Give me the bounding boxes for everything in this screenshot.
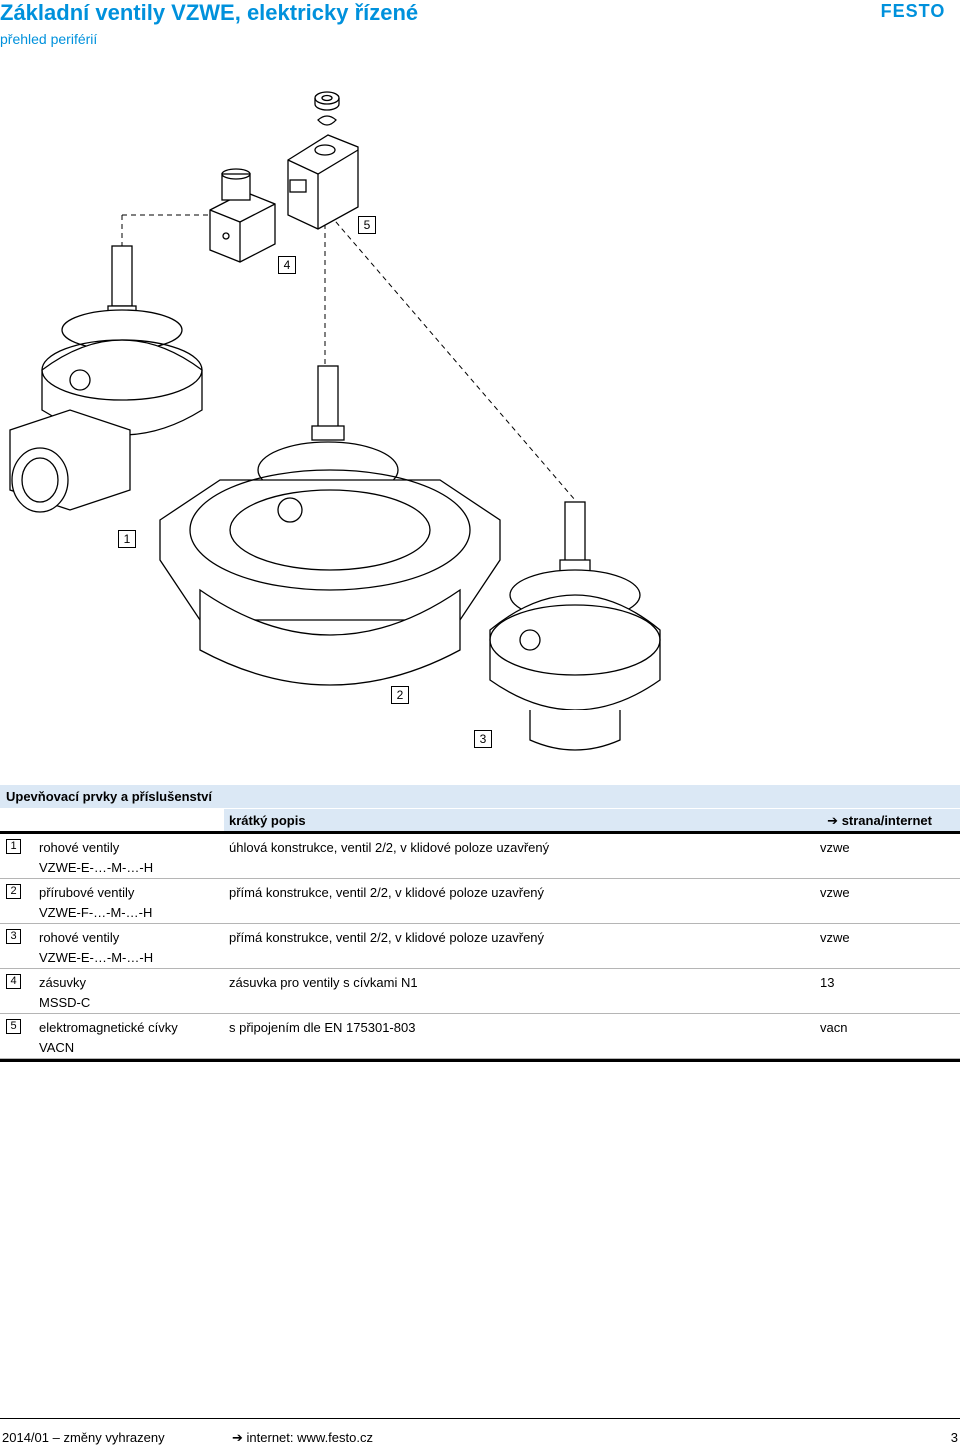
column-header-reference-label: strana/internet	[841, 813, 932, 828]
page-subtitle: přehled periférií	[0, 31, 98, 47]
column-header-reference: ➔ strana/internet	[827, 813, 932, 829]
row-code: VZWE-E-…-M-…-H	[39, 860, 154, 875]
table-header-blank	[0, 809, 222, 831]
valve-2-drawing	[159, 365, 501, 686]
valve-3-drawing	[489, 501, 661, 751]
row-reference: vacn	[820, 1020, 848, 1035]
row-code: VZWE-F-…-M-…-H	[39, 905, 153, 920]
callout-2: 2	[391, 686, 409, 704]
callout-3: 3	[474, 730, 492, 748]
row-description: zásuvka pro ventily s cívkami N1	[229, 975, 418, 990]
row-number: 2	[6, 884, 21, 899]
socket-part	[209, 168, 276, 263]
row-description: přímá konstrukce, ventil 2/2, v klidové …	[229, 885, 545, 900]
row-description: úhlová konstrukce, ventil 2/2, v klidové…	[229, 840, 550, 855]
row-reference: vzwe	[820, 840, 850, 855]
footer-internet-link[interactable]: ➔ internet: www.festo.cz	[232, 1430, 373, 1446]
row-description: s připojením dle EN 175301-803	[229, 1020, 416, 1035]
row-number: 3	[6, 929, 21, 944]
table-header-rule	[0, 831, 960, 834]
page-footer: 2014/01 – změny vyhrazeny ➔ internet: ww…	[0, 1418, 960, 1448]
table-header-cells: krátký popis ➔ strana/internet	[224, 809, 960, 831]
row-code: VACN	[39, 1040, 75, 1055]
festo-logo: FESTO	[870, 2, 956, 20]
row-description: přímá konstrukce, ventil 2/2, v klidové …	[229, 930, 545, 945]
valve-1-drawing	[9, 245, 203, 513]
row-number: 5	[6, 1019, 21, 1034]
table-bottom-rule	[0, 1059, 960, 1062]
row-reference: 13	[820, 975, 835, 990]
column-header-description: krátký popis	[229, 813, 306, 828]
callout-1: 1	[118, 530, 136, 548]
footer-internet-label[interactable]: internet: www.festo.cz	[246, 1430, 373, 1445]
row-code: MSSD-C	[39, 995, 91, 1010]
table-header: krátký popis ➔ strana/internet	[0, 809, 960, 831]
valve-assembly-drawing	[9, 91, 661, 751]
table-title: Upevňovací prvky a příslušenství	[0, 785, 960, 809]
accessories-table: Upevňovací prvky a příslušenství krátký …	[0, 785, 960, 1062]
footer-date-note: 2014/01 – změny vyhrazeny	[2, 1430, 165, 1445]
row-number: 1	[6, 839, 21, 854]
callout-5: 5	[358, 216, 376, 234]
page-title: Základní ventily VZWE, elektricky řízené	[0, 0, 419, 25]
row-code: VZWE-E-…-M-…-H	[39, 950, 154, 965]
arrow-right-icon: ➔	[232, 1430, 243, 1445]
row-reference: vzwe	[820, 930, 850, 945]
festo-logo-text: FESTO	[881, 2, 946, 20]
nut-washer-part	[314, 91, 340, 126]
callout-4: 4	[278, 256, 296, 274]
row-number: 4	[6, 974, 21, 989]
row-reference: vzwe	[820, 885, 850, 900]
solenoid-coil-part	[287, 134, 359, 230]
arrow-right-icon: ➔	[827, 813, 839, 828]
page-number: 3	[950, 1430, 958, 1445]
